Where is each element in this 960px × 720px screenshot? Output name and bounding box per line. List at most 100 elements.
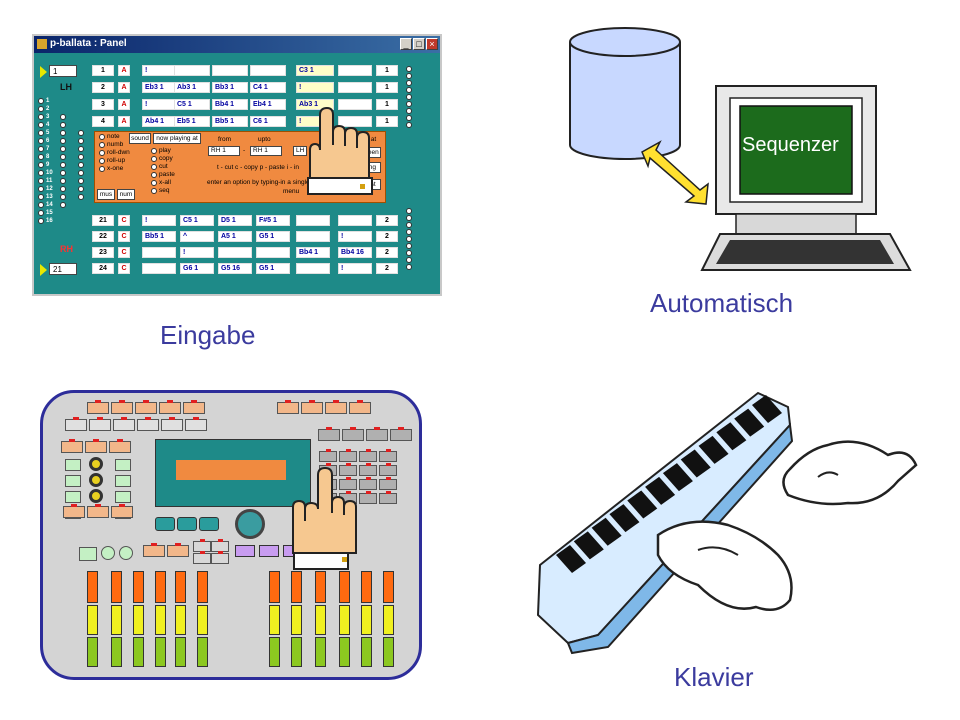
sub-radio[interactable] [60, 122, 66, 128]
mixer-pad[interactable] [366, 427, 388, 441]
upto-field[interactable]: RH 1 [250, 146, 282, 156]
mixer-tile[interactable] [193, 551, 211, 564]
note-cell[interactable] [256, 247, 290, 258]
from-field[interactable]: RH 1 [208, 146, 240, 156]
fader-segment-yellow[interactable] [111, 605, 122, 635]
row-right-number[interactable]: 2 [376, 215, 398, 226]
note-cell[interactable]: Bb5 1 [212, 116, 248, 127]
mixer-knob[interactable] [89, 457, 103, 471]
voice-radio[interactable] [38, 162, 44, 168]
note-cell[interactable] [338, 215, 372, 226]
mixer-pad[interactable] [111, 400, 133, 414]
channel-radio-top[interactable] [406, 94, 412, 100]
sub-radio-2[interactable] [78, 130, 84, 136]
green-round-button[interactable] [119, 546, 133, 560]
row-number[interactable]: 23 [92, 247, 114, 258]
voice-radio[interactable] [38, 106, 44, 112]
mode-radio[interactable] [99, 166, 105, 172]
channel-radio-top[interactable] [406, 108, 412, 114]
action-radio[interactable] [151, 148, 157, 154]
fader-segment-green[interactable] [155, 637, 166, 667]
mixer-pad[interactable] [65, 417, 87, 431]
action-radio[interactable] [151, 188, 157, 194]
mixer-tile[interactable] [339, 463, 357, 476]
mixer-pad[interactable] [113, 417, 135, 431]
fader-segment-yellow[interactable] [87, 605, 98, 635]
voice-radio[interactable] [38, 170, 44, 176]
mixer-tile[interactable] [359, 463, 377, 476]
row-letter[interactable]: C [118, 215, 130, 226]
note-cell[interactable]: Bb4 16 [338, 247, 372, 258]
sub-radio[interactable] [60, 146, 66, 152]
channel-radio-bottom[interactable] [406, 243, 412, 249]
note-cell[interactable] [218, 247, 252, 258]
sub-radio-2[interactable] [78, 162, 84, 168]
mixer-pad[interactable] [159, 400, 181, 414]
fader-segment-orange[interactable] [111, 571, 122, 603]
note-cell[interactable]: D5 1 [218, 215, 252, 226]
jog-wheel[interactable] [235, 509, 265, 539]
note-cell[interactable] [212, 65, 248, 76]
sub-radio[interactable] [60, 178, 66, 184]
row-letter[interactable]: C [118, 231, 130, 242]
fader-segment-yellow[interactable] [175, 605, 186, 635]
sub-radio[interactable] [60, 186, 66, 192]
sub-radio[interactable] [60, 170, 66, 176]
row-letter[interactable]: C [118, 263, 130, 274]
fader-segment-yellow[interactable] [133, 605, 144, 635]
mixer-pad[interactable] [183, 400, 205, 414]
sub-radio[interactable] [60, 138, 66, 144]
mixer-tile[interactable] [211, 551, 229, 564]
mixer-pad[interactable] [390, 427, 412, 441]
mode-radio[interactable] [99, 158, 105, 164]
note-cell[interactable]: ! [142, 65, 178, 76]
channel-radio-top[interactable] [406, 122, 412, 128]
note-cell[interactable]: ! [142, 215, 176, 226]
sub-radio-2[interactable] [78, 186, 84, 192]
mixer-pad[interactable] [277, 400, 299, 414]
empty-cell[interactable] [338, 82, 372, 93]
note-cell[interactable]: C6 1 [250, 116, 286, 127]
mixer-pad[interactable] [185, 417, 207, 431]
lavender-button[interactable] [235, 545, 255, 557]
row-right-number[interactable]: 2 [376, 263, 398, 274]
sub-radio-2[interactable] [78, 154, 84, 160]
fader-segment-orange[interactable] [175, 571, 186, 603]
mixer-pad[interactable] [89, 417, 111, 431]
mixer-tile[interactable] [339, 477, 357, 490]
green-pad[interactable] [115, 491, 131, 503]
voice-radio[interactable] [38, 122, 44, 128]
lavender-button[interactable] [259, 545, 279, 557]
channel-radio-top[interactable] [406, 115, 412, 121]
fader-segment-yellow[interactable] [383, 605, 394, 635]
lh-field[interactable]: LH [293, 146, 307, 156]
row-number[interactable]: 4 [92, 116, 114, 127]
note-cell[interactable]: ! [142, 99, 178, 110]
teal-button[interactable] [199, 517, 219, 531]
channel-radio-bottom[interactable] [406, 250, 412, 256]
fader-segment-green[interactable] [269, 637, 280, 667]
fader-segment-orange[interactable] [87, 571, 98, 603]
channel-radio-bottom[interactable] [406, 208, 412, 214]
voice-radio[interactable] [38, 146, 44, 152]
fader-segment-green[interactable] [197, 637, 208, 667]
mixer-pad[interactable] [135, 400, 157, 414]
note-cell[interactable]: G5 1 [256, 263, 290, 274]
fader-segment-orange[interactable] [155, 571, 166, 603]
row-right-number[interactable]: 2 [376, 247, 398, 258]
fader-segment-green[interactable] [361, 637, 372, 667]
sub-radio-2[interactable] [78, 178, 84, 184]
close-button[interactable]: × [426, 38, 438, 50]
green-pad[interactable] [65, 491, 81, 503]
lh-spinner[interactable]: 1 [49, 65, 77, 77]
fader-segment-yellow[interactable] [361, 605, 372, 635]
note-cell[interactable] [296, 263, 330, 274]
fader-segment-orange[interactable] [339, 571, 350, 603]
voice-radio[interactable] [38, 178, 44, 184]
sound-button[interactable]: sound [129, 133, 151, 144]
fader-segment-yellow[interactable] [269, 605, 280, 635]
row-number[interactable]: 2 [92, 82, 114, 93]
fader-segment-green[interactable] [291, 637, 302, 667]
minimize-button[interactable]: _ [400, 38, 412, 50]
note-cell[interactable]: Bb3 1 [212, 82, 248, 93]
